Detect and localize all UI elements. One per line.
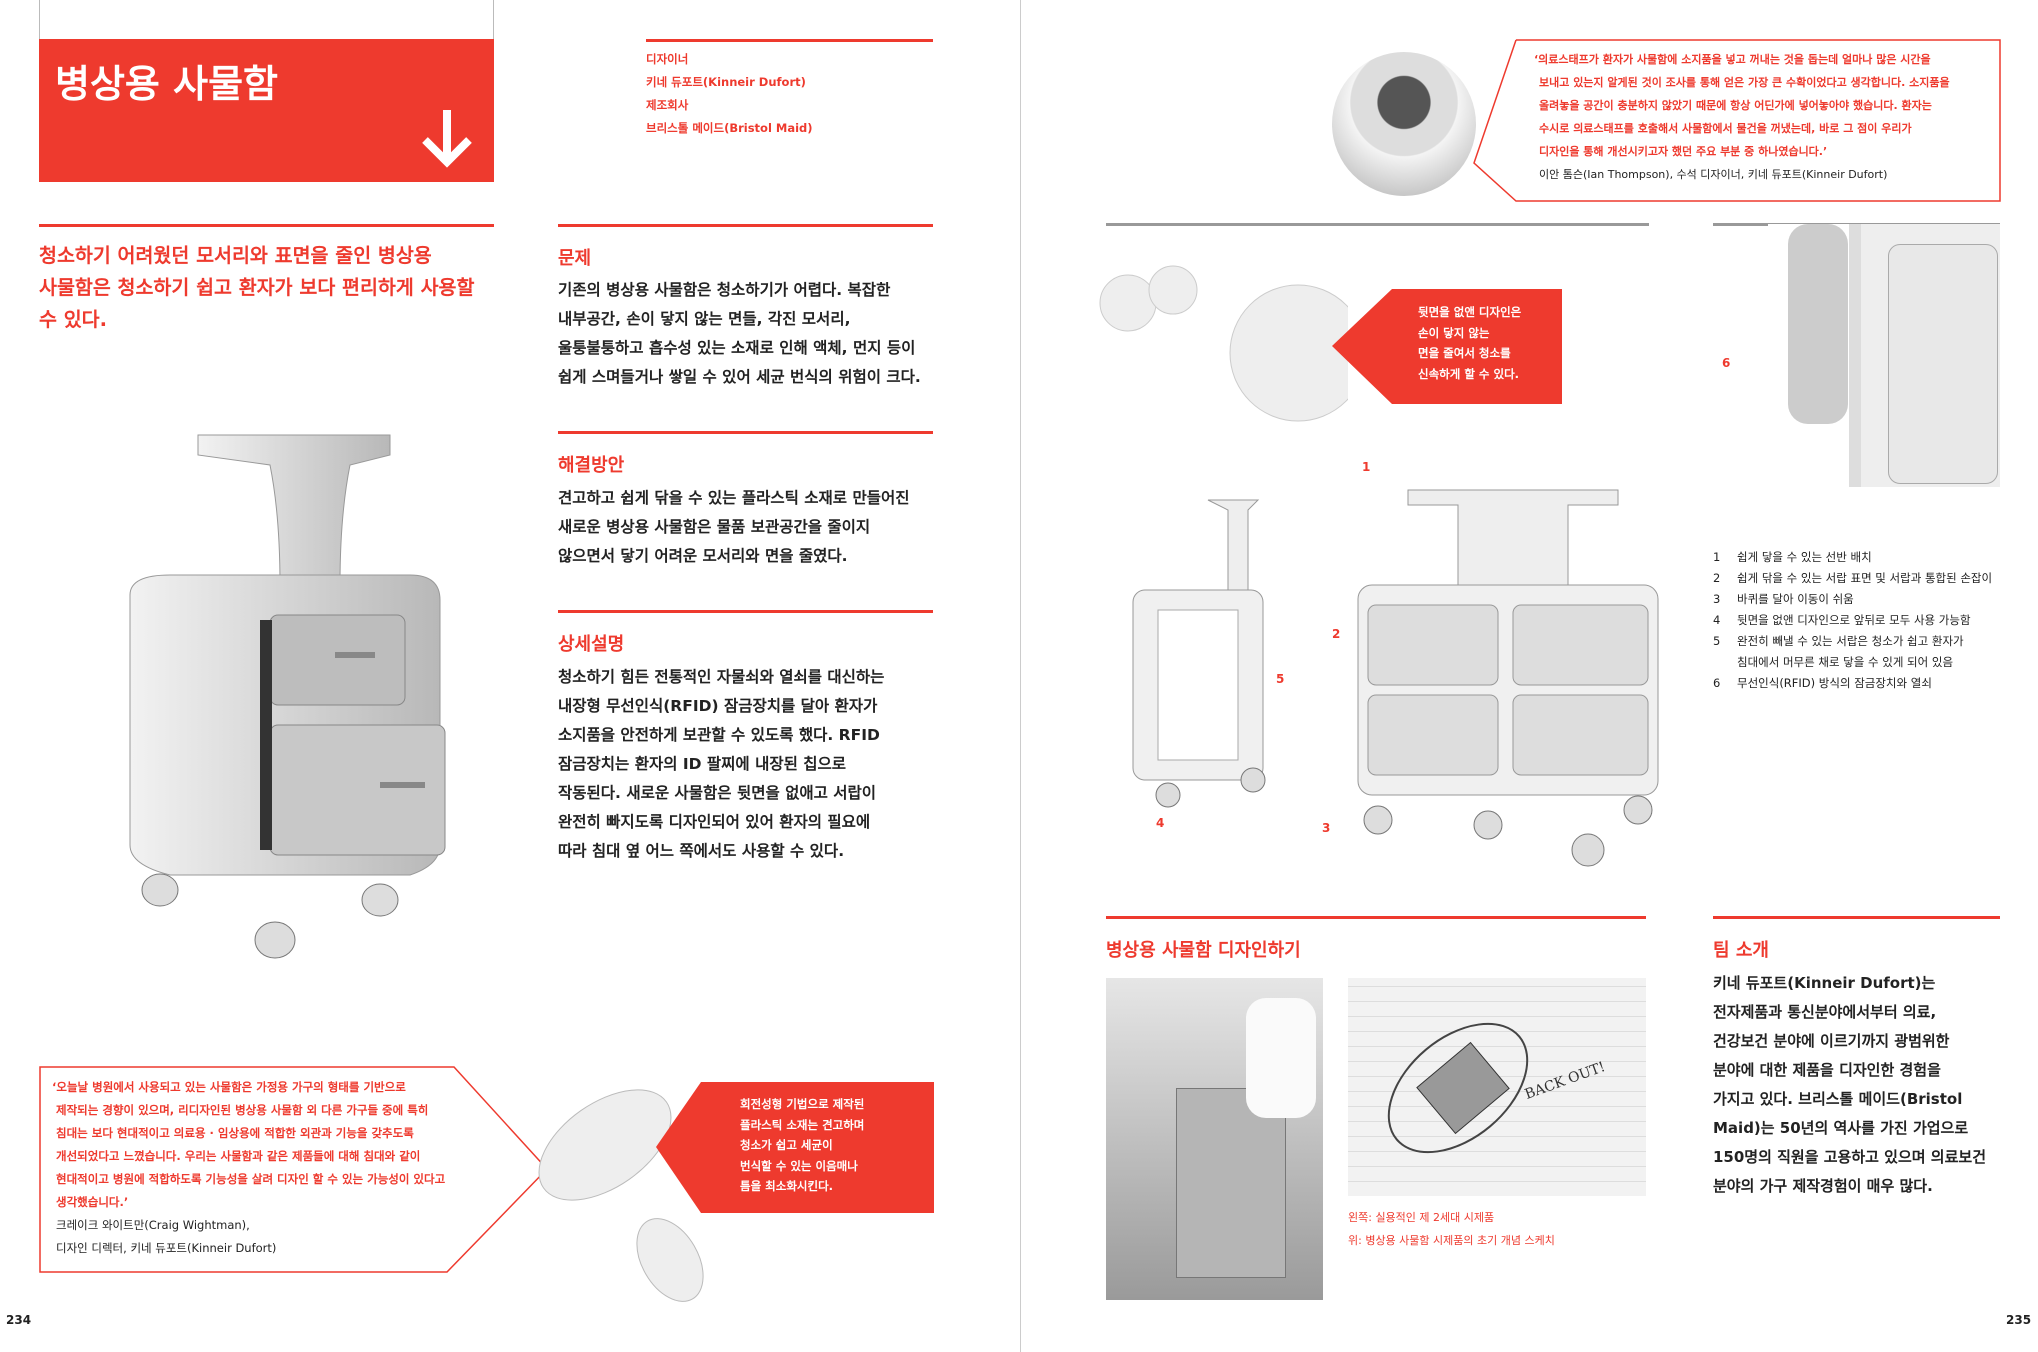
rfid-wristband-photo	[1768, 224, 2000, 487]
figure-label: 2	[1332, 627, 1341, 641]
section-heading-problem: 문제	[558, 248, 592, 269]
list-item: 침대에서 머무른 채로 닿을 수 있게 되어 있음	[1737, 655, 1954, 669]
page-title: 병상용 사물함	[55, 62, 278, 106]
section-rule	[558, 431, 933, 434]
page-number-right: 235	[2006, 1313, 2032, 1327]
quote-lead-designer: ‘의료스태프가 환자가 사물함에 소지품을 넣고 꺼내는 것을 돕는데 얼마나 …	[1534, 48, 1950, 186]
page-number-left: 234	[6, 1313, 32, 1327]
quote-author: 이안 톰슨(Ian Thompson), 수석 디자이너, 키네 듀포트(Kin…	[1539, 168, 1888, 181]
design-heading: 병상용 사물함 디자인하기	[1106, 940, 1301, 961]
lead-rule	[39, 224, 494, 227]
figure-label: 1	[1362, 460, 1371, 474]
credit-label: 디자이너	[646, 52, 689, 66]
quote-author: 크레이크 와이트만(Craig Wightman),	[56, 1218, 250, 1232]
arrow-down-icon	[422, 110, 472, 168]
section-heading-solution: 해결방안	[558, 455, 625, 476]
credit-value: 브리스톨 메이드(Bristol Maid)	[646, 121, 813, 135]
figure-label: 4	[1156, 816, 1165, 830]
concept-sketch-photo: BACK OUT!	[1348, 978, 1646, 1196]
caption: 왼쪽: 실용적인 제 2세대 시제품	[1348, 1211, 1495, 1224]
team-heading: 팀 소개	[1713, 940, 1769, 961]
designer-portrait	[1332, 52, 1476, 196]
figure-label: 6	[1722, 356, 1731, 370]
gray-rule	[1106, 223, 1649, 226]
title-banner: 병상용 사물함	[39, 39, 494, 182]
section-rule	[1713, 916, 2000, 919]
callout-no-back	[1332, 289, 1562, 404]
figure-label: 5	[1276, 672, 1285, 686]
credits-rule	[646, 39, 933, 42]
cabinets-group-image	[1132, 489, 1659, 867]
quote-author-role: 디자인 디렉터, 키네 듀포트(Kinneir Dufort)	[56, 1241, 277, 1255]
rotomolded-material-image	[538, 1089, 704, 1302]
credit-label: 제조회사	[646, 98, 689, 112]
credit-value: 키네 듀포트(Kinneir Dufort)	[646, 75, 806, 89]
section-heading-details: 상세설명	[558, 634, 625, 655]
quote-frame	[39, 1066, 549, 1273]
caption: 위: 병상용 사물함 시제품의 초기 개념 스케치	[1348, 1234, 1555, 1247]
section-rule	[558, 610, 933, 613]
section-rule	[1106, 916, 1646, 919]
quote-frame	[1473, 39, 2001, 202]
prototype-photo	[1106, 978, 1323, 1300]
figure-label: 3	[1322, 821, 1331, 835]
credits: 디자이너 키네 듀포트(Kinneir Dufort) 제조회사 브리스톨 메이…	[646, 48, 813, 140]
spheres-image	[1099, 265, 1348, 422]
bedside-cabinet-image	[129, 434, 446, 959]
title-box-outline	[39, 0, 494, 40]
gutter	[1020, 0, 1021, 1352]
section-rule	[558, 224, 933, 227]
callout-material	[656, 1082, 934, 1213]
